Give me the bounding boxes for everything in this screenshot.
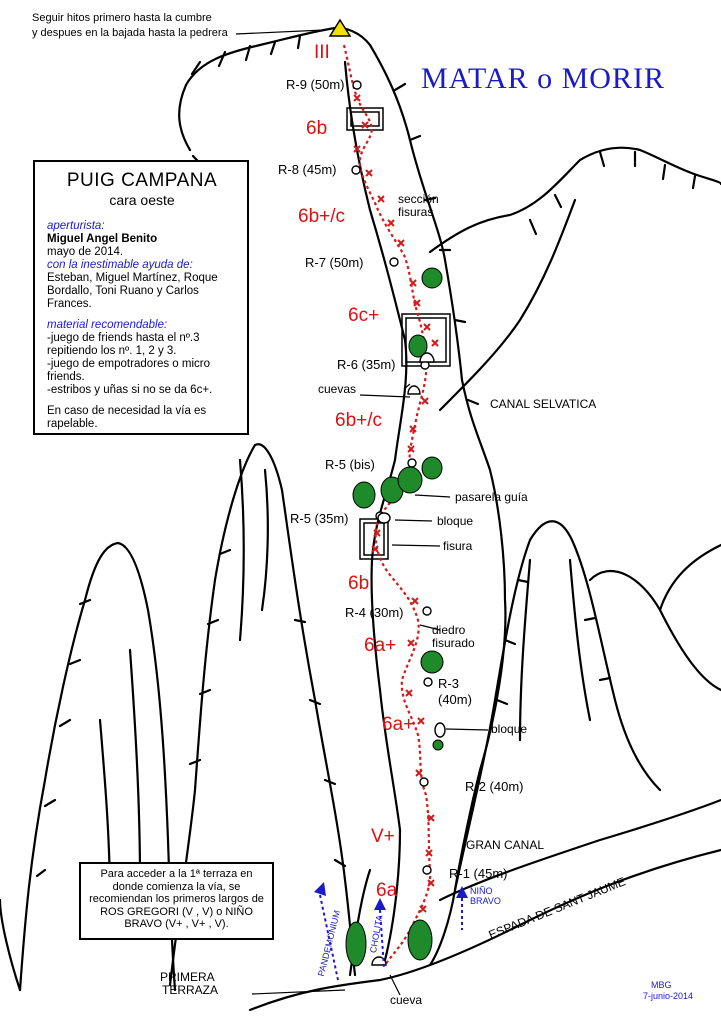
trees	[345, 267, 444, 967]
grade-pitch-10: III	[314, 42, 330, 63]
signature-date: 7-junio-2014	[643, 991, 694, 1001]
label-primera: PRIMERA	[160, 970, 215, 984]
relay-r2: R-2 (40m)	[465, 779, 524, 794]
material-item-1: -juego de friends hasta el nº.3 repitien…	[47, 332, 200, 357]
grade-pitch-1: 6a	[376, 880, 398, 901]
label-cuevas: cuevas	[318, 382, 357, 396]
right-spire-outline	[453, 520, 662, 892]
top-note-line-1: Seguir hitos primero hasta la cumbre	[32, 12, 212, 24]
relay-r7: R-7 (50m)	[305, 255, 364, 270]
relay-r3-length: (40m)	[438, 692, 472, 707]
opener-name: Miguel Angel Benito	[47, 233, 158, 245]
grade-pitch-4: 6a+	[364, 635, 397, 656]
mountain-name: PUIG CAMPANA	[66, 170, 218, 191]
material-item-3: -estribos y uñas si no se da 6c+.	[47, 384, 213, 396]
label-canal-selvatica: CANAL SELVATICA	[490, 397, 597, 411]
grade-pitch-7: 6c+	[348, 305, 380, 326]
relay-r8: R-8 (45m)	[278, 162, 337, 177]
relay-r1: R-1 (45m)	[449, 866, 508, 881]
ground-line	[248, 848, 721, 1012]
left-spire-outline	[168, 443, 357, 987]
pillar-left-outline	[343, 60, 408, 962]
grade-pitch-9: 6b	[306, 118, 328, 139]
route-title: MATAR o MORIR	[421, 62, 665, 95]
grade-pitch-6: 6b+/c	[335, 410, 383, 431]
route-crosses	[353, 94, 439, 913]
label-bloque-2: bloque	[491, 722, 528, 736]
relay-r6: R-6 (35m)	[337, 357, 396, 372]
route-nino: NIÑO	[470, 886, 493, 896]
label-fisurado: fisurado	[432, 636, 475, 650]
opener-label: aperturista:	[47, 220, 105, 232]
label-fisuras: fisuras	[398, 205, 434, 219]
helpers-list: Esteban, Miguel Martínez, Roque Bordallo…	[47, 272, 218, 310]
label-terraza: TERRAZA	[162, 983, 219, 997]
label-pasarela: pasarela guía	[455, 490, 528, 504]
label-fisura: fisura	[443, 539, 473, 553]
material-label: material recomendable:	[47, 319, 168, 331]
relay-r5-bis: R-5 (bis)	[325, 457, 375, 472]
signature-initials: MBG	[651, 980, 672, 990]
relay-r5: R-5 (35m)	[290, 511, 349, 526]
grade-pitch-2: V+	[371, 826, 395, 847]
grade-pitch-8: 6b+/c	[298, 206, 346, 227]
help-label: con la inestimable ayuda de:	[47, 259, 193, 271]
opener-date: mayo de 2014.	[47, 246, 124, 258]
far-left-spire	[18, 541, 177, 992]
rappel-note: En caso de necesidad la vía es rapelable…	[47, 405, 207, 430]
face-name: cara oeste	[109, 192, 175, 208]
grade-pitch-3: 6a+	[382, 714, 415, 735]
label-seccion: sección	[398, 192, 439, 206]
relay-r9: R-9 (50m)	[286, 77, 345, 92]
material-item-2: -juego de empotradores o micro friends.	[47, 358, 210, 383]
label-cueva: cueva	[390, 993, 423, 1007]
summit-marker	[328, 18, 352, 37]
access-note-box: Para acceder a la 1ª terraza en donde co…	[79, 862, 274, 940]
label-diedro: diedro	[432, 623, 466, 637]
label-bloque-1: bloque	[437, 514, 474, 528]
relay-r4: R-4 (30m)	[345, 605, 404, 620]
route-bravo: BRAVO	[470, 896, 501, 906]
label-gran-canal: GRAN CANAL	[466, 838, 545, 852]
top-note-line-2: y despues en la bajada hasta la pedrera	[32, 27, 228, 39]
info-box: PUIG CAMPANA cara oeste aperturista: Mig…	[33, 160, 249, 435]
grade-pitch-5: 6b	[348, 573, 370, 594]
relay-r3: R-3	[438, 676, 459, 691]
